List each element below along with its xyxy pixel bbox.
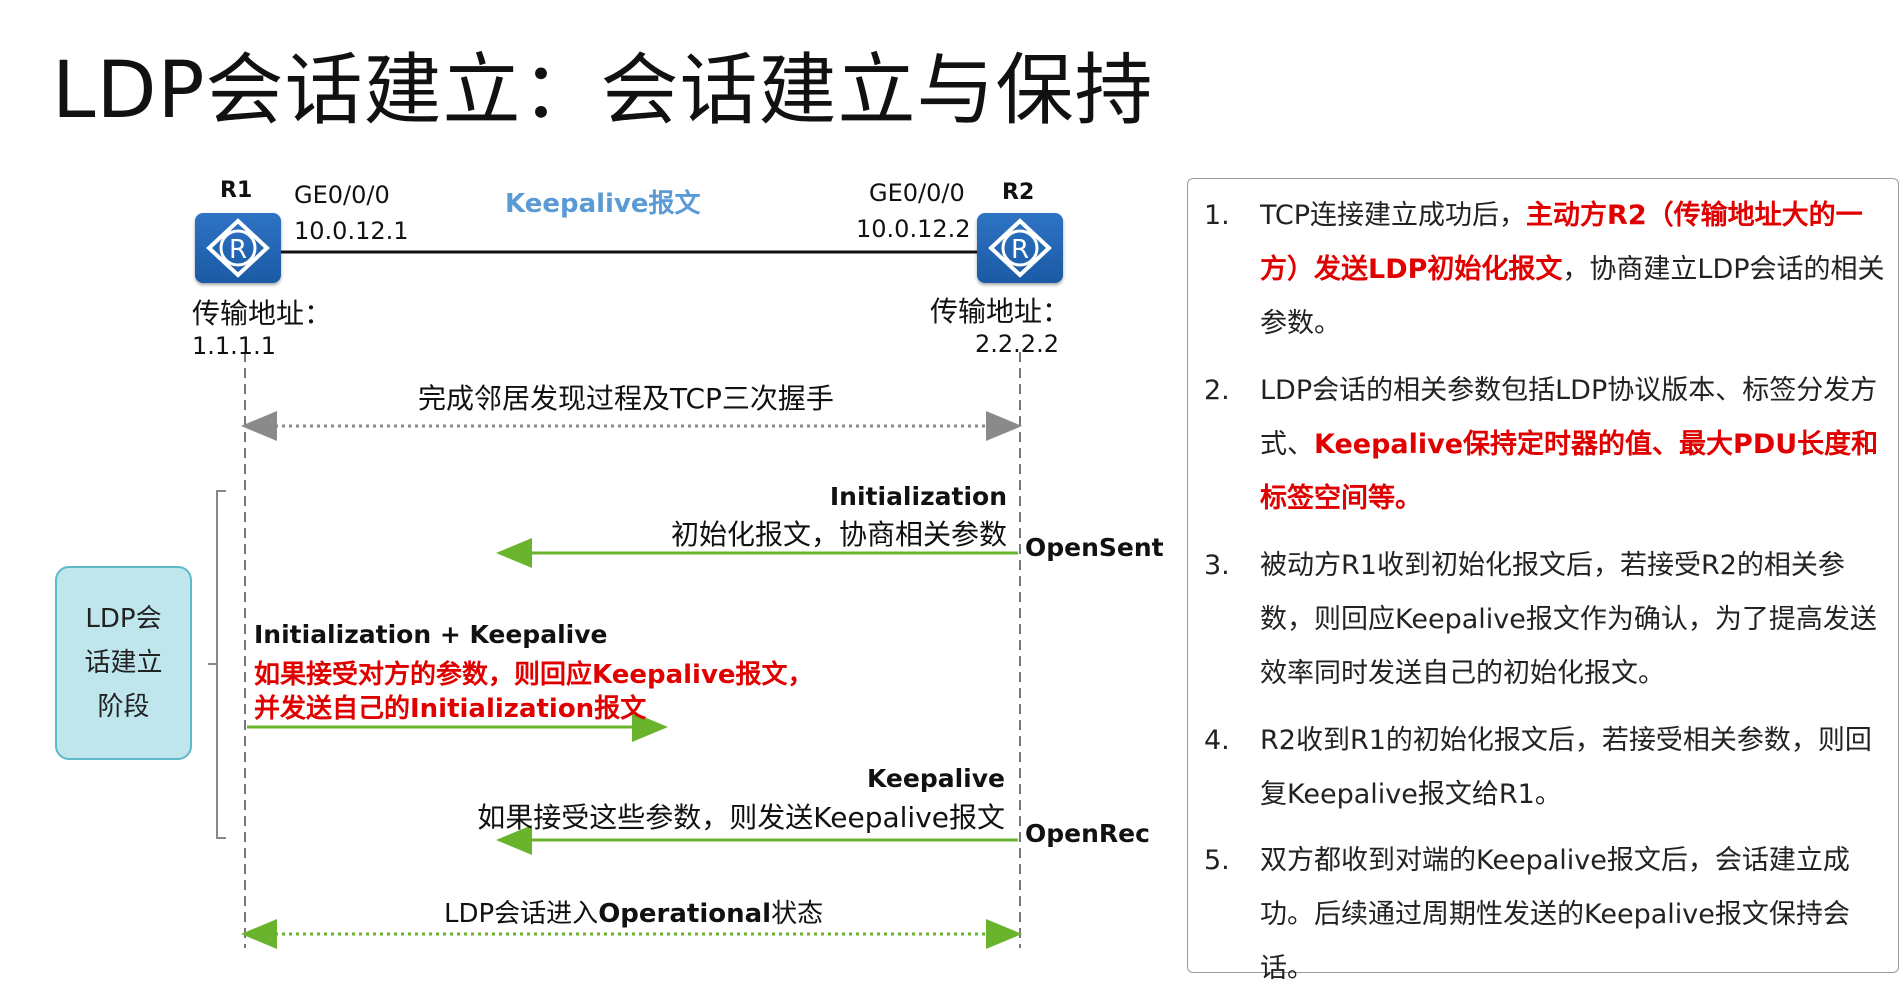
state-openrec: OpenRec <box>1025 819 1150 848</box>
r2-ip: 10.0.12.2 <box>856 215 971 243</box>
r2-interface: GE0/0/0 <box>869 179 965 207</box>
note-part-highlight: 主动方R2（传输地址大的一方）发送LDP初始化报文 <box>1260 200 1863 285</box>
msg3-desc: 如果接受这些参数，则发送Keepalive报文 <box>477 801 1005 834</box>
notes-panel: 1. TCP连接建立成功后，主动方R2（传输地址大的一方）发送LDP初始化报文，… <box>1187 178 1899 984</box>
r1-ip: 10.0.12.1 <box>294 217 409 245</box>
session-phase-box: LDP会 话建立 阶段 <box>55 566 192 760</box>
note-number: 3. <box>1204 550 1230 581</box>
handshake-label: 完成邻居发现过程及TCP三次握手 <box>418 382 834 415</box>
operational-label: LDP会话进入Operational状态 <box>444 893 823 930</box>
svg-text:R: R <box>229 235 247 265</box>
operational-prefix: LDP会话进入 <box>444 899 599 929</box>
note-part-highlight: Keepalive保持定时器的值、最大PDU长度和标签空间等。 <box>1260 429 1879 514</box>
r1-name: R1 <box>220 178 253 203</box>
operational-suffix: 状态 <box>771 899 824 929</box>
msg3-title: Keepalive <box>866 764 1005 793</box>
r2-transport-addr: 2.2.2.2 <box>975 330 1059 358</box>
note-number: 5. <box>1204 845 1230 876</box>
msg2-line1: 如果接受对方的参数，则回应Keepalive报文， <box>254 660 814 690</box>
msg2-title: Initialization + Keepalive <box>254 620 608 649</box>
r2-name: R2 <box>1002 180 1035 205</box>
msg2-line2: 并发送自己的Initialization报文 <box>254 694 647 724</box>
msg1-title: Initialization <box>829 482 1007 511</box>
r2-transport-label: 传输地址： <box>930 295 1071 328</box>
note-part: ，协商建立LDP会话的相关参数。 <box>1260 254 1885 339</box>
page-title: LDP会话建立：会话建立与保持 <box>52 46 1154 136</box>
router-r1-icon: R <box>195 213 281 283</box>
router-r2-icon: R <box>977 213 1063 283</box>
note-number: 2. <box>1204 375 1230 406</box>
operational-bold: Operational <box>598 899 772 929</box>
note-text: LDP会话的相关参数包括LDP协议版本、标签分发方式、Keepalive保持定时… <box>1260 364 1890 526</box>
r1-interface: GE0/0/0 <box>294 181 390 209</box>
r1-transport-label: 传输地址： <box>192 297 333 330</box>
link-label: Keepalive报文 <box>505 189 701 219</box>
note-part: TCP连接建立成功后， <box>1260 200 1527 231</box>
note-number: 1. <box>1204 200 1230 231</box>
state-opensent: OpenSent <box>1025 533 1164 562</box>
note-text: TCP连接建立成功后，主动方R2（传输地址大的一方）发送LDP初始化报文，协商建… <box>1260 189 1890 351</box>
note-text: 被动方R1收到初始化报文后，若接受R2的相关参数，则回应Keepalive报文作… <box>1260 550 1877 689</box>
svg-text:R: R <box>1011 235 1029 265</box>
note-part: LDP会话的相关参数包括LDP协议版本、标签分发方式、 <box>1260 375 1878 460</box>
phase-bracket <box>216 490 226 839</box>
note-number: 4. <box>1204 725 1230 756</box>
note-text: 双方都收到对端的Keepalive报文后，会话建立成功。后续通过周期性发送的Ke… <box>1260 845 1850 984</box>
msg1-desc: 初始化报文，协商相关参数 <box>670 518 1007 551</box>
note-text: R2收到R1的初始化报文后，若接受相关参数，则回复Keepalive报文给R1。 <box>1260 725 1872 810</box>
r1-transport-addr: 1.1.1.1 <box>192 332 276 360</box>
